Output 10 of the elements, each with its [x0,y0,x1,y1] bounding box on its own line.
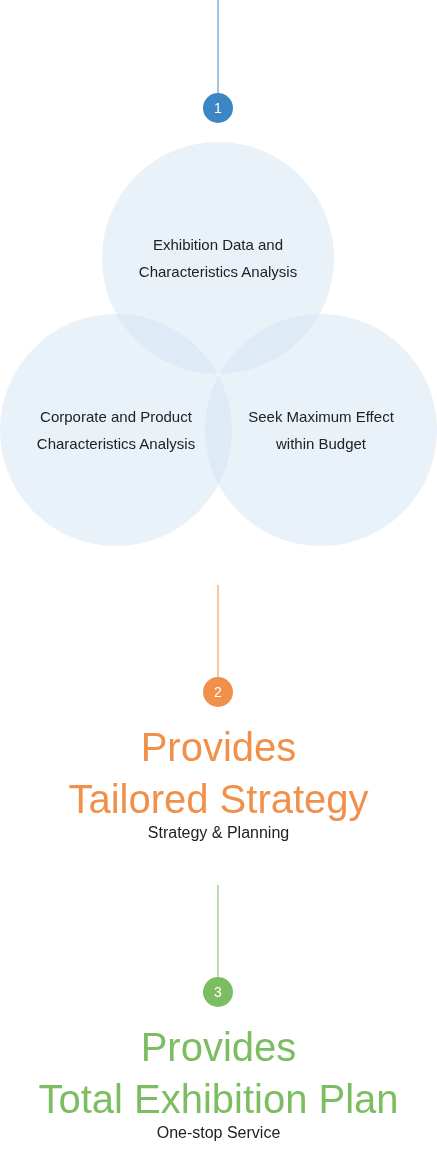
connector-line [217,584,219,678]
step-subtitle: One-stop Service [155,1123,282,1143]
step-heading: Provides Total Exhibition Plan [37,1024,400,1123]
circle-label: Exhibition Data and Characteristics Analysis [137,235,299,282]
step-heading: Provides Tailored Strategy [67,724,370,823]
circle-label: Seek Maximum Effect within Budget [247,407,395,454]
step-subtitle: Strategy & Planning [146,823,291,843]
connector-line [217,884,219,978]
circle-label: Corporate and Product Characteristics Analysis [35,407,197,454]
connector-line [217,0,219,94]
